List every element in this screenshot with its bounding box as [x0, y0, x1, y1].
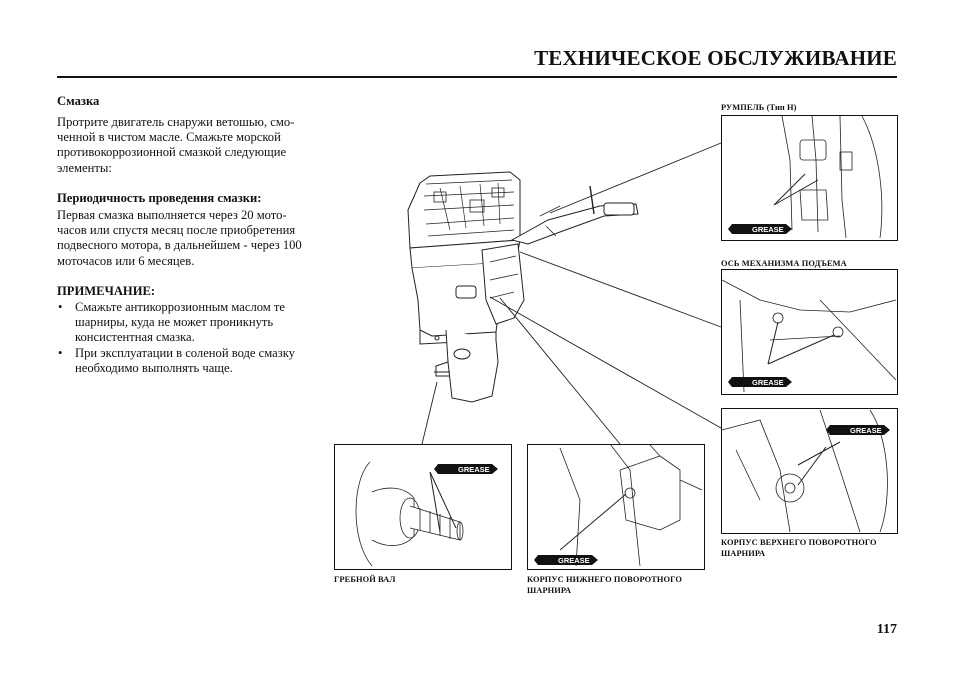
grease-tag-upper-swivel: GREASE	[826, 425, 890, 435]
interval-paragraph: Первая смазка выполняется через 20 мото-…	[57, 208, 319, 269]
interval-line: моточасов или 6 месяцев.	[57, 253, 195, 268]
note-line: Смажьте антикоррозионным маслом те	[75, 300, 286, 314]
note-item: При эксплуатации в соленой воде смазку н…	[57, 346, 319, 376]
propeller-shaft-detail-drawing	[355, 461, 464, 567]
grease-label: GREASE	[850, 426, 882, 435]
leader-lines	[421, 142, 722, 445]
interval-line: подвесного мотора, в дальнейшем - через …	[57, 238, 302, 253]
note-item: Смажьте антикоррозионным маслом те шарни…	[57, 300, 319, 346]
intro-line: Протрите двигатель снаружи ветошью, смо-	[57, 115, 295, 129]
interval-line: часов или спустя месяц после приобретени…	[57, 223, 296, 238]
note-line: необходимо выполнять чаще.	[75, 360, 233, 375]
grease-tag-lower-swivel: GREASE	[534, 555, 598, 565]
interval-line: Первая смазка выполняется через 20 мото-	[57, 208, 287, 222]
caption-line: КОРПУС НИЖНЕГО ПОВОРОТНОГО	[527, 575, 682, 584]
intro-paragraph: Протрите двигатель снаружи ветошью, смо-…	[57, 115, 319, 176]
section-heading: Смазка	[57, 94, 100, 108]
grease-tag-propeller-shaft: GREASE	[434, 464, 498, 474]
tiller-detail-drawing	[773, 115, 883, 239]
note-heading: ПРИМЕЧАНИЕ:	[57, 284, 156, 298]
intro-line: элементы:	[57, 160, 112, 175]
grease-tag-tilt-shaft: GREASE	[728, 377, 792, 387]
caption-line: ШАРНИРА	[527, 586, 572, 595]
lower-swivel-detail-drawing	[559, 443, 703, 567]
caption-line: КОРПУС ВЕРХНЕГО ПОВОРОТНОГО	[721, 538, 877, 547]
tilt-shaft-detail-box	[721, 269, 898, 395]
caption-upper-swivel: КОРПУС ВЕРХНЕГО ПОВОРОТНОГО ШАРНИРА	[721, 537, 877, 559]
intro-line: ченной в чистом масле. Смажьте морской	[57, 130, 281, 145]
page-number: 117	[876, 622, 897, 637]
page-title: ТЕХНИЧЕСКОЕ ОБСЛУЖИВАНИЕ	[534, 46, 897, 70]
note-line: консистентная смазка.	[75, 330, 195, 345]
tilt-shaft-detail-drawing	[721, 279, 897, 393]
caption-tilt-shaft: ОСЬ МЕХАНИЗМА ПОДЪЕМА	[721, 259, 847, 268]
lower-swivel-detail-box	[527, 444, 705, 570]
intro-line: противокоррозионной смазкой следующие	[57, 145, 287, 160]
grease-label: GREASE	[752, 225, 784, 234]
caption-tiller: РУМПЕЛЬ (Тип H)	[721, 103, 797, 112]
outboard-motor-drawing	[407, 171, 639, 403]
caption-propeller-shaft: ГРЕБНОЙ ВАЛ	[334, 575, 396, 584]
grease-label: GREASE	[458, 465, 490, 474]
caption-lower-swivel: КОРПУС НИЖНЕГО ПОВОРОТНОГО ШАРНИРА	[527, 574, 682, 596]
grease-tag-tiller: GREASE	[728, 224, 792, 234]
note-list: Смажьте антикоррозионным маслом те шарни…	[57, 300, 319, 376]
grease-label: GREASE	[558, 556, 590, 565]
grease-tags: GREASE GREASE GREASE GREASE GREASE	[434, 224, 890, 565]
note-line: шарниры, куда не может проникнуть	[75, 315, 274, 330]
interval-heading: Периодичность проведения смазки:	[57, 191, 262, 205]
caption-line: ШАРНИРА	[721, 549, 766, 558]
header-rule	[57, 76, 897, 78]
note-line: При эксплуатации в соленой воде смазку	[75, 345, 295, 360]
grease-label: GREASE	[752, 378, 784, 387]
